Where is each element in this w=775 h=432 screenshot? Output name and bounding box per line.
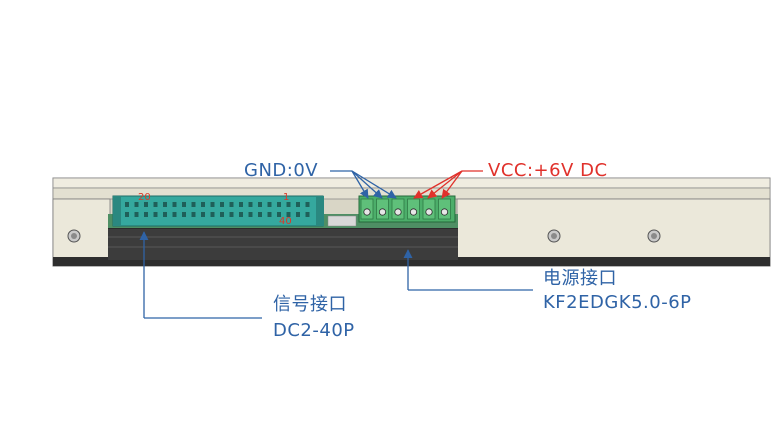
terminal-slot xyxy=(407,198,420,220)
connector-pin xyxy=(305,212,310,217)
power-interface-title: 电源接口 xyxy=(543,268,617,289)
connector-pin xyxy=(182,202,186,207)
connector-pin xyxy=(267,202,272,207)
connector-pin xyxy=(144,202,148,207)
pin-label-1: 1 xyxy=(283,192,290,203)
gnd-leader-lines xyxy=(330,170,397,199)
terminal-slot xyxy=(376,198,389,220)
connector-pin xyxy=(163,202,167,207)
pin-label-20: 20 xyxy=(138,192,151,203)
connector-pin xyxy=(220,212,224,217)
connector-pin xyxy=(182,212,186,217)
connector-pin xyxy=(277,202,281,207)
gnd-label: GND:0V xyxy=(244,160,319,181)
signal-leader-line xyxy=(139,231,262,319)
connector-pin xyxy=(210,202,215,207)
connector-pin xyxy=(220,202,224,207)
connector-pin xyxy=(239,202,243,207)
connector-pin xyxy=(267,212,272,217)
vcc-leader-lines xyxy=(413,170,483,199)
screw-right xyxy=(647,229,661,243)
connector-pin xyxy=(134,202,139,207)
connector-pin xyxy=(229,212,234,217)
connector-pin xyxy=(248,212,253,217)
connector-pin xyxy=(210,212,215,217)
power-interface-model: KF2EDGK5.0-6P xyxy=(543,292,692,313)
signal-interface-model: DC2-40P xyxy=(273,320,355,341)
connector-pin xyxy=(191,212,196,217)
connector-pin xyxy=(191,202,196,207)
connector-pin xyxy=(258,212,262,217)
connector-pin xyxy=(248,202,253,207)
terminal-slot xyxy=(422,198,436,220)
power-terminal-block xyxy=(358,195,456,223)
signal-interface-title: 信号接口 xyxy=(273,294,347,315)
power-leader-line xyxy=(403,249,533,291)
connector-pin xyxy=(125,212,129,217)
connector-pin xyxy=(286,202,291,207)
connector-pin xyxy=(296,202,300,207)
terminal-slot xyxy=(391,198,405,220)
connector-pin xyxy=(201,202,205,207)
connector-pin xyxy=(153,212,158,217)
connector-pin xyxy=(277,212,281,217)
connector-pin xyxy=(163,212,167,217)
connector-pin xyxy=(229,202,234,207)
pin-label-40: 40 xyxy=(279,216,292,227)
device-frame xyxy=(52,177,771,267)
terminal-slot xyxy=(360,198,374,220)
vcc-label: VCC:+6V DC xyxy=(488,160,608,181)
screw-middle xyxy=(547,229,561,243)
connector-pin xyxy=(153,202,158,207)
connector-pin xyxy=(134,212,139,217)
terminal-slot xyxy=(438,198,451,220)
connector-pin xyxy=(296,212,300,217)
connector-pin xyxy=(286,212,291,217)
signal-connector xyxy=(112,195,324,227)
screw-left xyxy=(67,229,81,243)
connector-pin xyxy=(125,202,129,207)
connector-pin xyxy=(258,202,262,207)
connector-pin xyxy=(144,212,148,217)
connector-pin xyxy=(172,202,177,207)
connector-pin xyxy=(172,212,177,217)
connector-pin xyxy=(305,202,310,207)
connector-pin xyxy=(239,212,243,217)
connector-pin xyxy=(201,212,205,217)
